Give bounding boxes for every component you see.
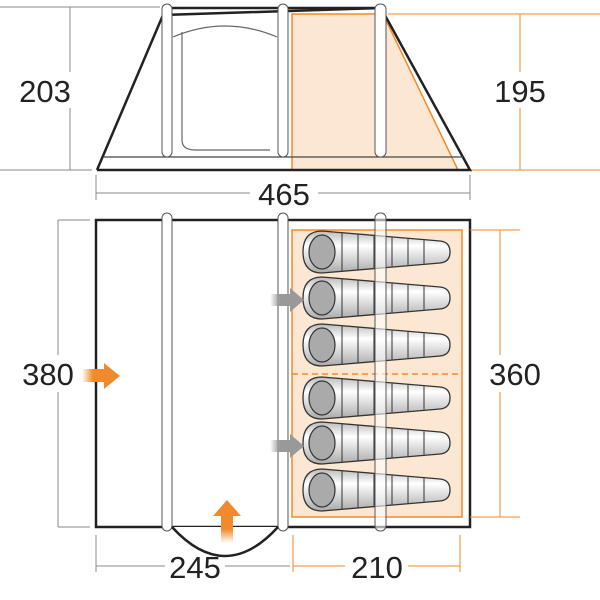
air-beam — [161, 3, 173, 158]
living-width-label: 245 — [169, 550, 221, 585]
floor-plan: 380 360 — [22, 212, 541, 585]
door-arrow-icon — [213, 500, 241, 543]
width-label: 465 — [258, 177, 310, 212]
window — [172, 25, 278, 151]
depth-label: 380 — [22, 357, 74, 392]
air-beam — [374, 3, 387, 158]
air-beam — [277, 212, 289, 532]
side-elevation: 203 195 465 — [0, 3, 600, 212]
entrance-arrow-icon — [82, 363, 120, 389]
height-bedroom-label: 195 — [494, 74, 546, 109]
bedroom-door-arrow-icon — [270, 288, 304, 458]
bedroom-width-label: 210 — [351, 550, 403, 585]
height-left-label: 203 — [19, 74, 71, 109]
sleeping-bags — [302, 230, 451, 512]
bedroom-depth-label: 360 — [489, 357, 541, 392]
air-beam — [161, 212, 173, 532]
air-beam — [277, 3, 289, 158]
air-beam — [374, 212, 387, 532]
